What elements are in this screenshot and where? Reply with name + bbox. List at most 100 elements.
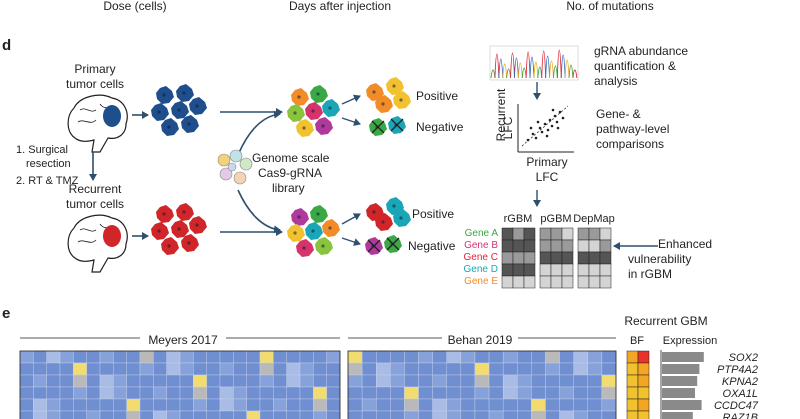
heatmap-cell [286,410,301,419]
heatmap-cell [99,374,114,388]
heatmap-cell [33,410,47,419]
expression-bar [662,400,702,410]
grid-cell [512,251,525,265]
heatmap-cell [166,374,181,388]
grid-cell [577,263,590,277]
heatmap-cell [219,410,234,419]
heatmap-cell [446,362,462,376]
heatmap-cell [474,398,490,412]
heatmap-cell [179,374,194,388]
heatmap-cell [86,350,101,364]
heatmap-cell [446,386,462,400]
heatmap-cell [99,350,114,364]
heatmap-cell [193,398,207,412]
heatmap-cell [361,350,377,364]
heatmap-cell [126,410,141,419]
heatmap-cell [153,374,167,388]
heatmap-cell [113,350,127,364]
transduced-cells-bottom-icon [287,205,340,257]
heatmap-cell [73,410,87,419]
bf-cell [637,386,650,400]
heatmap-cell [246,374,261,388]
negative-label-top: Negative [416,120,464,134]
heatmap-cell [326,374,341,388]
grid-cell [523,239,536,253]
panel-e-label: e [2,305,10,322]
grid-cell [588,275,601,289]
step-2: 2. RT & TMZ [16,175,79,187]
grid-cell [550,263,563,277]
heatmap-cell [313,374,327,388]
heatmap-cell [545,374,560,388]
scatter-point [529,126,533,130]
heatmap-cell [376,398,391,412]
heatmap-cell [404,362,419,376]
heatmap-cell [347,350,363,364]
heatmap-cell [286,350,301,364]
heatmap-cell [286,386,301,400]
heatmap-cell [418,386,433,400]
grid-header-rgbm: rGBM [504,213,533,225]
grid-cell [588,239,601,253]
heatmap-cell [246,350,261,364]
heatmap-cell [545,410,560,419]
heatmap-cell [46,374,61,388]
bf-cell [637,398,650,412]
heatmap-cell [259,386,274,400]
arrow-bottom-positive [341,213,361,225]
heatmap-cell [488,374,504,388]
grid-cell [501,251,514,265]
bf-label: BF [630,335,644,347]
gene-name: RAZ1B [723,412,758,419]
recurrent-gbm-title: Recurrent GBM [624,314,707,328]
heatmap-cell [179,350,194,364]
heatmap-cell [126,398,141,412]
heatmap-cell [446,350,462,364]
heatmap-cell [19,362,34,376]
heatmap-cell [601,350,617,364]
heatmap-cell [531,410,546,419]
heatmap-cell [432,410,447,419]
grid-cell [561,251,574,265]
gene-text-3: comparisons [596,137,664,151]
scatter-point [534,136,538,140]
heatmap-cell [46,386,61,400]
scatter-xlabel-1: Primary [526,155,567,169]
grid-cell [561,239,574,253]
heatmap-cell [299,350,314,364]
heatmap-cell [166,410,181,419]
grna-text-3: analysis [594,74,637,88]
sequencing-trace-icon [489,45,579,81]
heatmap-cell [286,362,301,376]
scatter-ylabel-2: LFC [501,116,515,139]
grna-text-2: quantification & [594,59,676,73]
bf-cell [626,386,639,400]
heatmap-cell [601,362,617,376]
heatmap-cell [390,362,405,376]
recurrent-label-1: Recurrent [69,182,122,196]
bf-column [626,350,650,419]
heatmap-cell [139,374,154,388]
heatmap-cell [219,350,234,364]
bf-cell [626,350,639,364]
heatmap-cell [86,386,101,400]
heatmap-cell [517,386,532,400]
heatmap-cell [418,410,433,419]
heatmap-cell [259,362,274,376]
heatmap-cell [193,350,207,364]
heatmap-cell [313,362,327,376]
heatmap-cell [206,386,221,400]
grid-cell [561,263,574,277]
heatmap-cell [219,398,234,412]
heatmap-cell [460,374,476,388]
heatmap-cell [361,374,377,388]
heatmap-cell [273,362,287,376]
heatmap-cell [559,386,574,400]
bf-cell [626,398,639,412]
heatmap-behan [347,350,617,419]
heatmap-cell [139,410,154,419]
heatmap-cell [573,350,588,364]
arrow-top-negative [341,117,361,126]
positive-label-bottom: Positive [412,207,454,221]
scatter-point [536,120,540,124]
